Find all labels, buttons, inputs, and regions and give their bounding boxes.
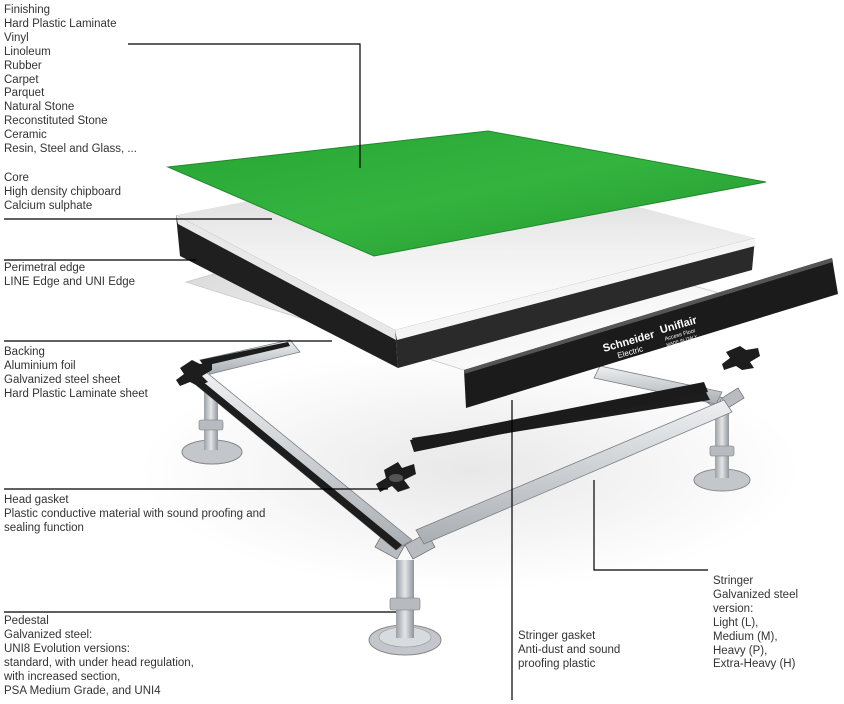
backing-line-2: Galvanized steel sheet [4,373,121,386]
pedestal-line-2: UNI8 Evolution versions: [4,642,130,655]
label-perimetral-edge: Perimetral edge LINE Edge and UNI Edge [4,262,135,290]
label-stringer: Stringer Galvanized steel version: Light… [713,575,798,672]
finishing-tile [166,130,767,257]
label-finishing: Finishing Hard Plastic Laminate Vinyl Li… [4,4,137,157]
pedestal-line-1: Galvanized steel: [4,628,93,641]
finishing-line-1: Hard Plastic Laminate [4,17,117,30]
core-line-1: High density chipboard [4,185,121,198]
leader-stringer [593,480,708,571]
core-line-0: Core [4,172,29,184]
finishing-line-7: Natural Stone [4,101,75,114]
edge-strip [464,258,838,408]
label-pedestal: Pedestal Galvanized steel: UNI8 Evolutio… [4,615,194,698]
leader-finishing [128,43,361,168]
stringer-line-4: Medium (M), [713,630,778,643]
stringer-line-3: Light (L), [713,616,759,629]
core-line-2: Calcium sulphate [4,199,93,212]
finishing-line-2: Vinyl [4,31,29,44]
finishing-line-4: Rubber [4,59,42,72]
stringer-line-0: Stringer [713,575,754,587]
head-gasket-right [722,346,760,370]
perimetral-edge-line-0: Perimetral edge [4,262,86,274]
label-core: Core High density chipboard Calcium sulp… [4,172,121,214]
pedestal-front [368,532,442,656]
leader-lines [4,43,708,700]
stringer-line-1: Galvanized steel [713,588,799,601]
pedestal-line-3: standard, with under head regulation, [4,656,194,669]
pedestal-line-0: Pedestal [4,615,49,627]
head-gasket-line-1: Plastic conductive material with sound p… [4,507,266,520]
label-backing: Backing Aluminium foil Galvanized steel … [4,346,148,402]
finishing-line-8: Reconstituted Stone [4,115,108,128]
pedestal-line-4: with increased section, [4,670,121,683]
head-gasket-back-left [176,360,212,386]
stringer-gasket-line-0: Stringer gasket [518,630,596,642]
finishing-line-9: Ceramic [4,129,47,142]
head-gasket-line-2: sealing function [4,521,84,534]
backing-line-3: Hard Plastic Laminate sheet [4,387,148,400]
label-head-gasket: Head gasket Plastic conductive material … [4,494,265,536]
finishing-line-0: Finishing [4,4,51,16]
backing-line-0: Backing [4,346,45,358]
finishing-line-3: Linoleum [4,45,51,58]
finishing-line-6: Parquet [4,87,45,100]
label-stringer-gasket: Stringer gasket Anti-dust and sound proo… [518,630,620,672]
finishing-line-5: Carpet [4,73,39,86]
stringer-line-5: Heavy (P), [713,644,768,657]
head-gasket-line-0: Head gasket [4,494,69,506]
stringer-line-2: version: [713,602,754,615]
perimetral-edge-line-1: LINE Edge and UNI Edge [4,275,136,288]
stringer-line-6: Extra-Heavy (H) [713,658,796,671]
pedestal-line-5: PSA Medium Grade, and UNI4 [4,684,161,697]
head-gasket-left [376,462,416,492]
stringer-gasket-line-1: Anti-dust and sound [518,643,621,656]
backing-line-1: Aluminium foil [4,359,76,372]
stringer-gasket-bar [410,382,708,452]
stringer-gasket-line-2: proofing plastic [518,657,596,670]
finishing-line-10: Resin, Steel and Glass, ... [4,143,137,156]
